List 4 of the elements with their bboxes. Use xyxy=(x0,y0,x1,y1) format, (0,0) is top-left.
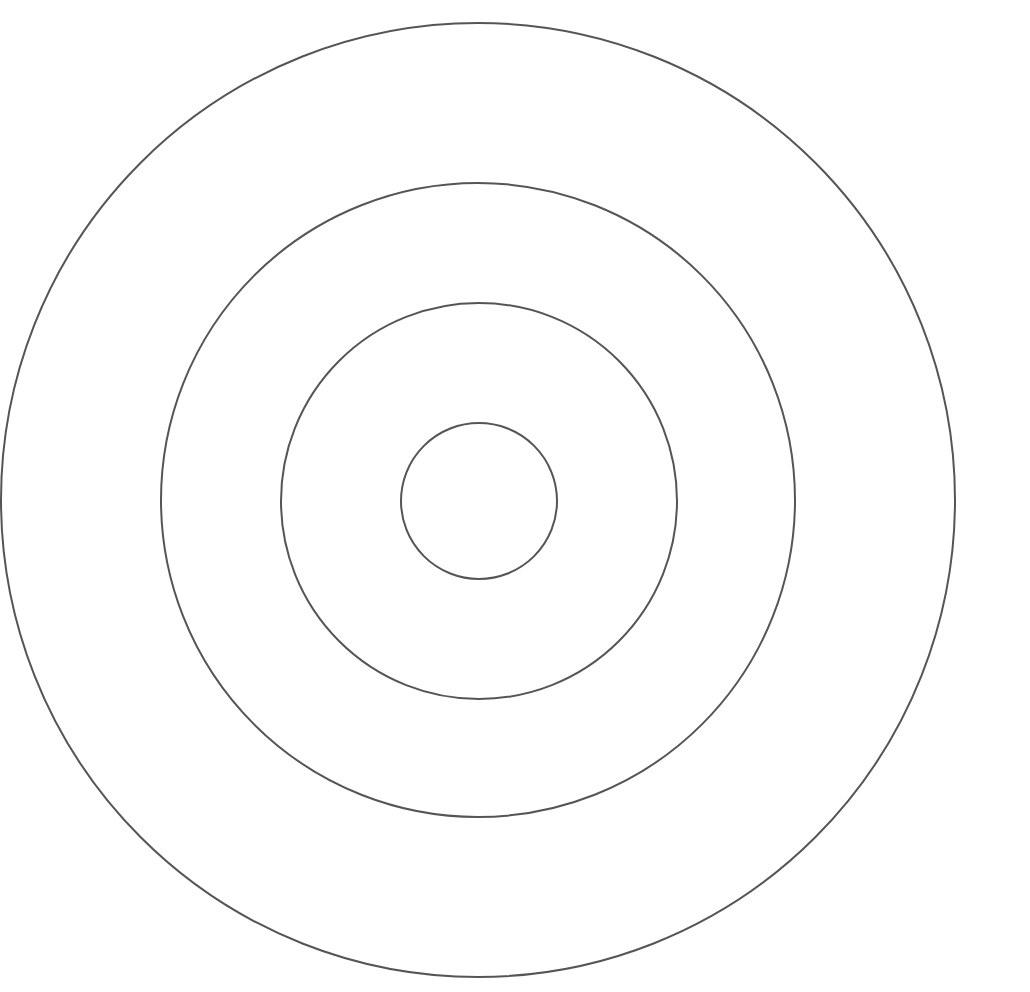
circle-ring xyxy=(399,421,557,579)
circle-ring xyxy=(279,301,677,699)
circle-ring xyxy=(160,182,796,818)
circle-ring xyxy=(0,22,956,978)
